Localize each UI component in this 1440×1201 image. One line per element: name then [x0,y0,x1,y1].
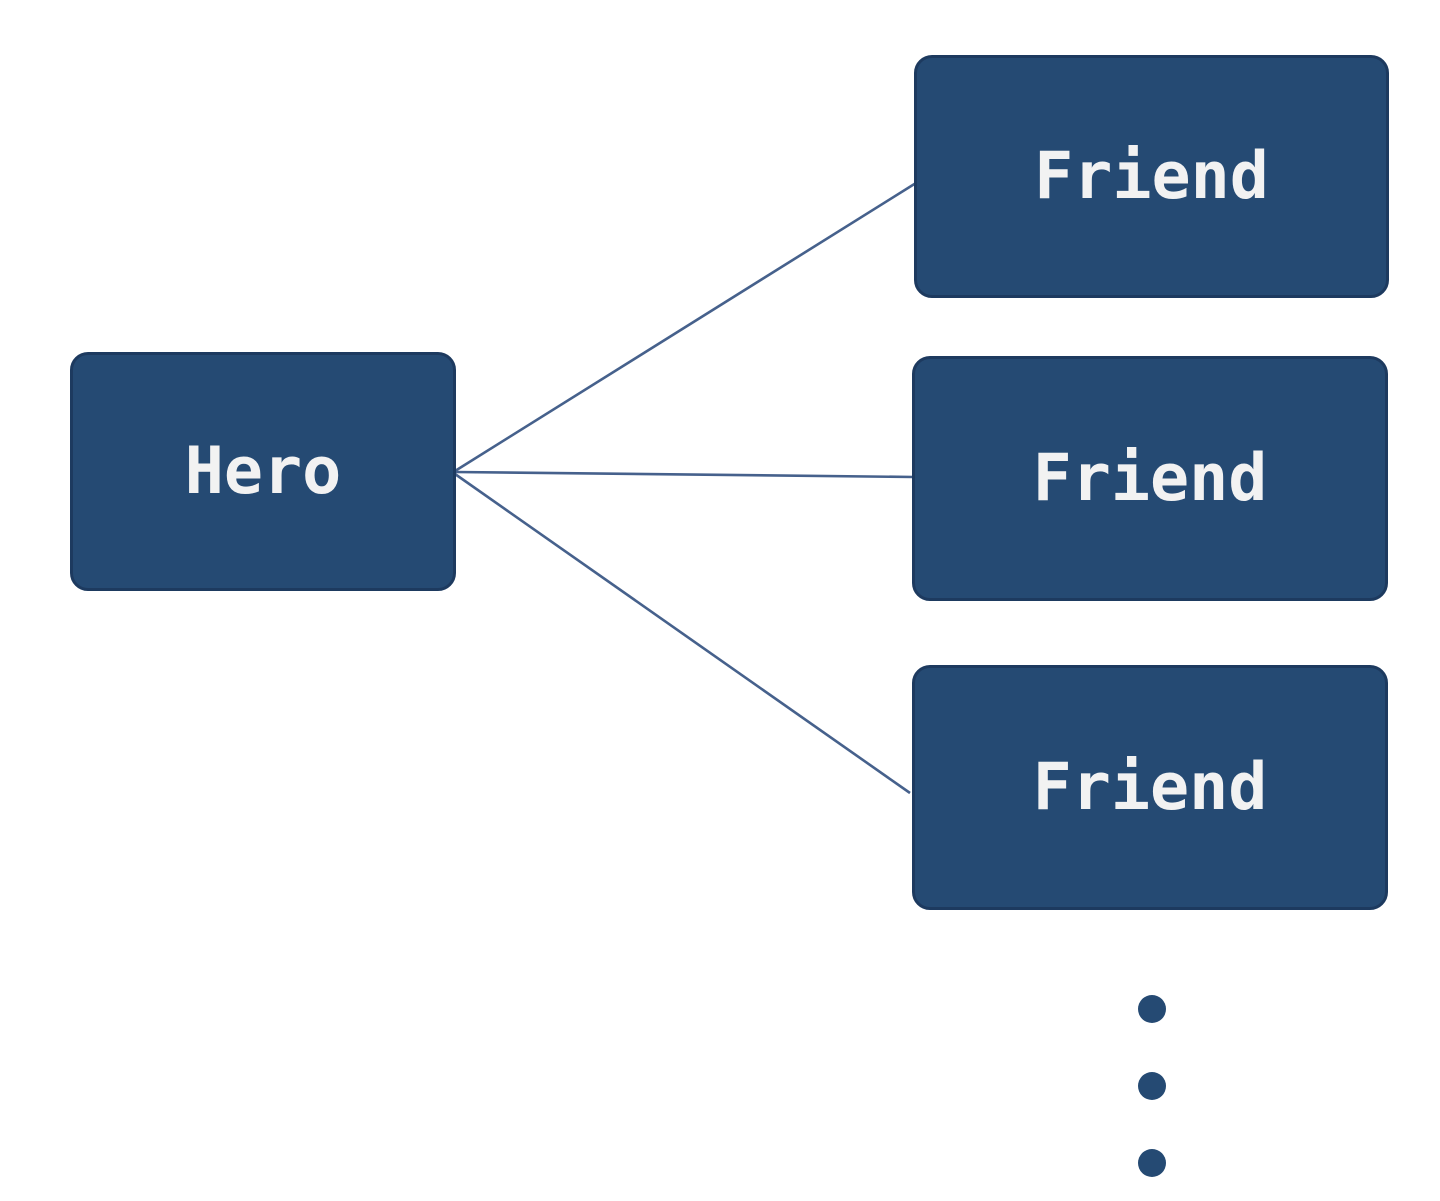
node-hero-label: Hero [184,434,342,509]
node-friend-3-label: Friend [1032,750,1268,825]
ellipsis-dot [1138,995,1166,1023]
ellipsis-dot [1138,1072,1166,1100]
edge-hero-friend-1 [454,181,917,473]
node-friend-1: Friend [914,55,1389,298]
more-friends-ellipsis [1138,995,1166,1177]
edge-hero-friend-3 [454,472,911,795]
ellipsis-dot [1138,1149,1166,1177]
node-hero: Hero [70,352,456,591]
edge-hero-friend-2 [454,470,915,479]
node-friend-2-label: Friend [1032,441,1268,516]
node-friend-2: Friend [912,356,1388,601]
node-friend-3: Friend [912,665,1388,910]
node-friend-1-label: Friend [1034,139,1269,214]
